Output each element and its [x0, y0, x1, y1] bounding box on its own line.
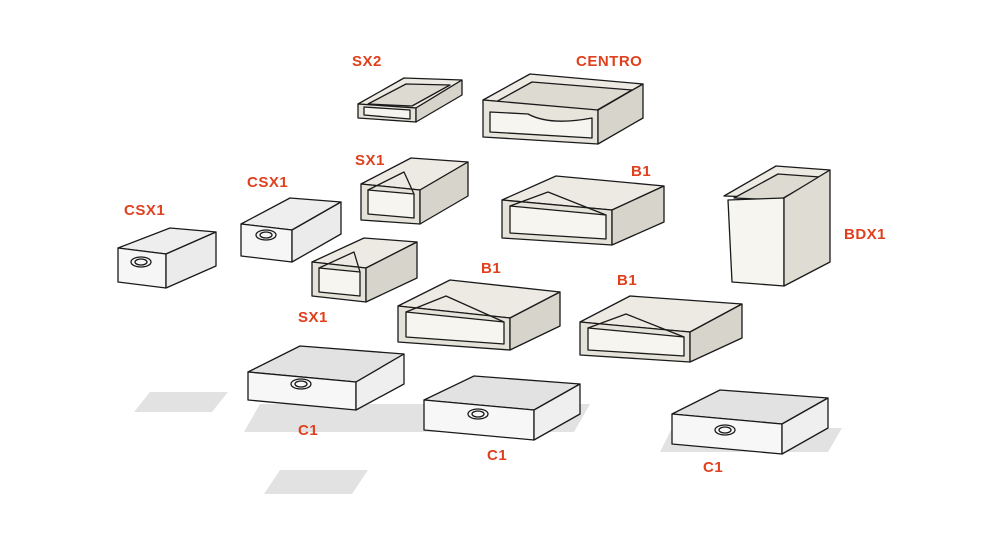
label-csx1-left: CSX1: [124, 202, 166, 219]
module-b1-middle: [397, 279, 561, 351]
label-sx1-upper: SX1: [355, 152, 385, 169]
module-c1-right: [671, 389, 829, 455]
shadow-left: [134, 392, 228, 412]
module-c1-center: [423, 375, 581, 441]
module-sx2: [357, 77, 463, 123]
module-centro: [482, 73, 644, 145]
module-bdx1: [723, 165, 831, 287]
label-sx1-lower: SX1: [298, 309, 328, 326]
module-c1-left: [247, 345, 405, 411]
module-csx1-left: [117, 227, 217, 289]
module-sx1-upper: [360, 157, 469, 225]
module-b1-upper: [501, 175, 665, 246]
label-c1-left: C1: [298, 422, 319, 439]
label-c1-center: C1: [487, 447, 508, 464]
label-b1-middle: B1: [481, 260, 502, 277]
module-sx1-lower: [311, 237, 418, 303]
module-csx1-center: [240, 197, 342, 263]
label-centro: CENTRO: [576, 53, 643, 70]
label-bdx1: BDX1: [844, 226, 887, 243]
label-b1-upper: B1: [631, 163, 652, 180]
label-sx2: SX2: [352, 53, 382, 70]
label-csx1-center: CSX1: [247, 174, 289, 191]
label-c1-right: C1: [703, 459, 724, 476]
module-b1-right: [579, 295, 743, 363]
shadow-bottom: [264, 470, 368, 494]
label-b1-right: B1: [617, 272, 638, 289]
